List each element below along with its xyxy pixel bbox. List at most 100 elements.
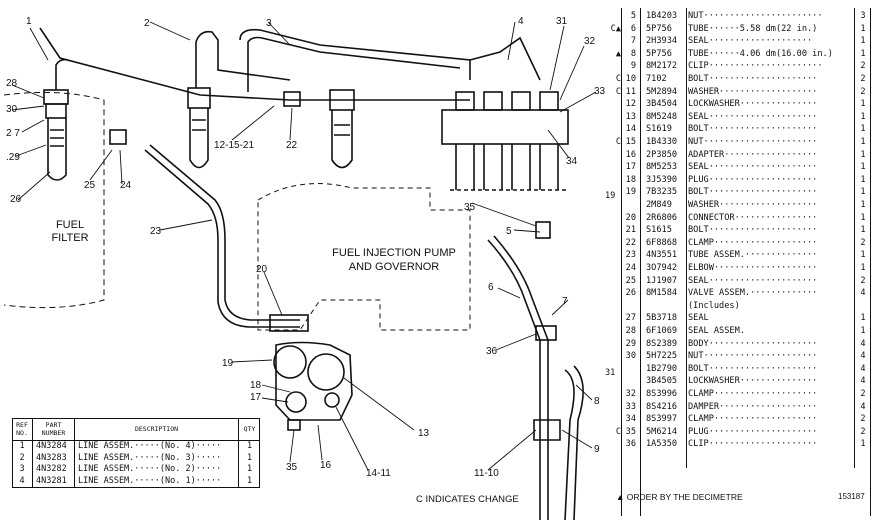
parts-desc: BOLT·····················: [688, 225, 818, 236]
parts-ref: 36: [625, 439, 636, 450]
callout-4: 4: [518, 16, 524, 27]
line-assembly-pn: 4N3283: [36, 452, 67, 463]
parts-desc: (Includes): [688, 300, 740, 311]
fuel-filter-label-2: FILTER: [51, 232, 88, 244]
callout-11-10: 11-10: [474, 468, 499, 479]
line-assembly-pn: 4N3284: [36, 441, 67, 451]
parts-desc: WASHER···················: [688, 200, 818, 210]
parts-qty: 1: [860, 36, 866, 47]
line-assembly-desc: LINE ASSEM.·····(No. 4)·····: [78, 441, 222, 451]
parts-pn: 6F1069: [646, 326, 678, 336]
parts-ref: 22: [625, 237, 636, 248]
parts-desc: SEAL····················: [688, 36, 813, 47]
parts-ref: 21: [625, 225, 636, 236]
parts-desc: BOLT·····················: [688, 363, 818, 374]
parts-desc: CONNECTOR················: [688, 212, 818, 223]
parts-desc: BOLT·····················: [688, 187, 818, 198]
fuel-filter-outline: [3, 91, 105, 309]
parts-desc: LOCKWASHER···············: [688, 376, 818, 387]
parts-pn: 2H3934: [646, 36, 678, 47]
figure-number: 153187: [838, 492, 865, 501]
header-qty: QTY: [243, 425, 256, 433]
pump-label-2: AND GOVERNOR: [349, 261, 440, 273]
parts-pn: 1B4203: [646, 11, 678, 21]
line-assembly-ref: 2: [19, 452, 25, 463]
callout-9: 9: [594, 444, 600, 455]
parts-desc: SEAL: [688, 313, 709, 324]
parts-qty: 1: [860, 162, 866, 173]
line-assembly-qty: 1: [246, 475, 253, 486]
line-4: [469, 36, 541, 81]
parts-pn: 8M5248: [646, 111, 678, 122]
parts-pn: 1A5350: [646, 439, 678, 450]
fuel-filter-label-1: FUEL: [56, 219, 84, 231]
parts-desc: SEAL ASSEM.: [688, 326, 745, 336]
parts-desc: PLUG·····················: [688, 174, 818, 185]
line-assembly-desc: LINE ASSEM.·····(No. 2)·····: [78, 464, 222, 475]
callout-20: 20: [256, 264, 268, 275]
parts-qty: 1: [860, 174, 866, 185]
parts-pn: 3B4504: [646, 99, 678, 110]
parts-desc: CLAMP····················: [688, 414, 818, 425]
parts-ref: 30: [625, 351, 636, 362]
parts-qty: 2: [860, 389, 866, 399]
callout-7: 7: [562, 296, 568, 307]
parts-ref: 14: [625, 124, 636, 135]
parts-row: 7 2H3934 SEAL···················· 1: [604, 35, 870, 48]
parts-desc: BODY·····················: [688, 338, 818, 349]
parts-ref: 23: [625, 250, 636, 261]
callout-26: 26: [10, 194, 22, 205]
header-description: DESCRIPTION: [134, 425, 179, 433]
parts-qty: 1: [860, 99, 866, 110]
parts-pn: 1J1907: [646, 275, 678, 286]
parts-ref: 15: [625, 137, 636, 147]
parts-pn: 2M849: [646, 200, 672, 210]
parts-ref: 6: [630, 23, 636, 34]
group-ref-31: 31: [605, 368, 616, 378]
header-ref: REF NO.: [16, 421, 28, 437]
line-assembly-ref: 4: [19, 475, 25, 486]
parts-pn: 8S4216: [646, 401, 678, 412]
callout-2: 2: [144, 18, 150, 29]
parts-desc: CLAMP····················: [688, 237, 818, 248]
callout-35-bottom: 35: [286, 462, 298, 473]
parts-desc: WASHER···················: [688, 86, 818, 97]
parts-ref: 18: [625, 174, 636, 185]
parts-ref: 5: [630, 11, 636, 21]
parts-ref: 7: [630, 36, 636, 47]
line-assembly-ref: 3: [19, 464, 25, 475]
callout-36: 36: [486, 346, 498, 357]
parts-pn: 6F8868: [646, 237, 678, 248]
pump-label-1: FUEL INJECTION PUMP: [332, 247, 456, 259]
callout-27: 2 7: [6, 128, 20, 139]
callout-3: 3: [266, 18, 272, 29]
callout-14-11: 14-11: [366, 468, 391, 479]
parts-pn: 1B2790: [646, 363, 678, 374]
parts-desc: BOLT·····················: [688, 124, 818, 135]
pump-housing-outline: [257, 183, 471, 331]
tube-8: [564, 369, 575, 521]
parts-ref: 19: [625, 187, 636, 198]
parts-qty: 2: [860, 61, 866, 72]
callout-33: 33: [594, 86, 606, 97]
parts-qty: 1: [860, 187, 866, 198]
parts-pn: 7B3235: [646, 187, 678, 198]
clamp-22: [283, 91, 301, 107]
